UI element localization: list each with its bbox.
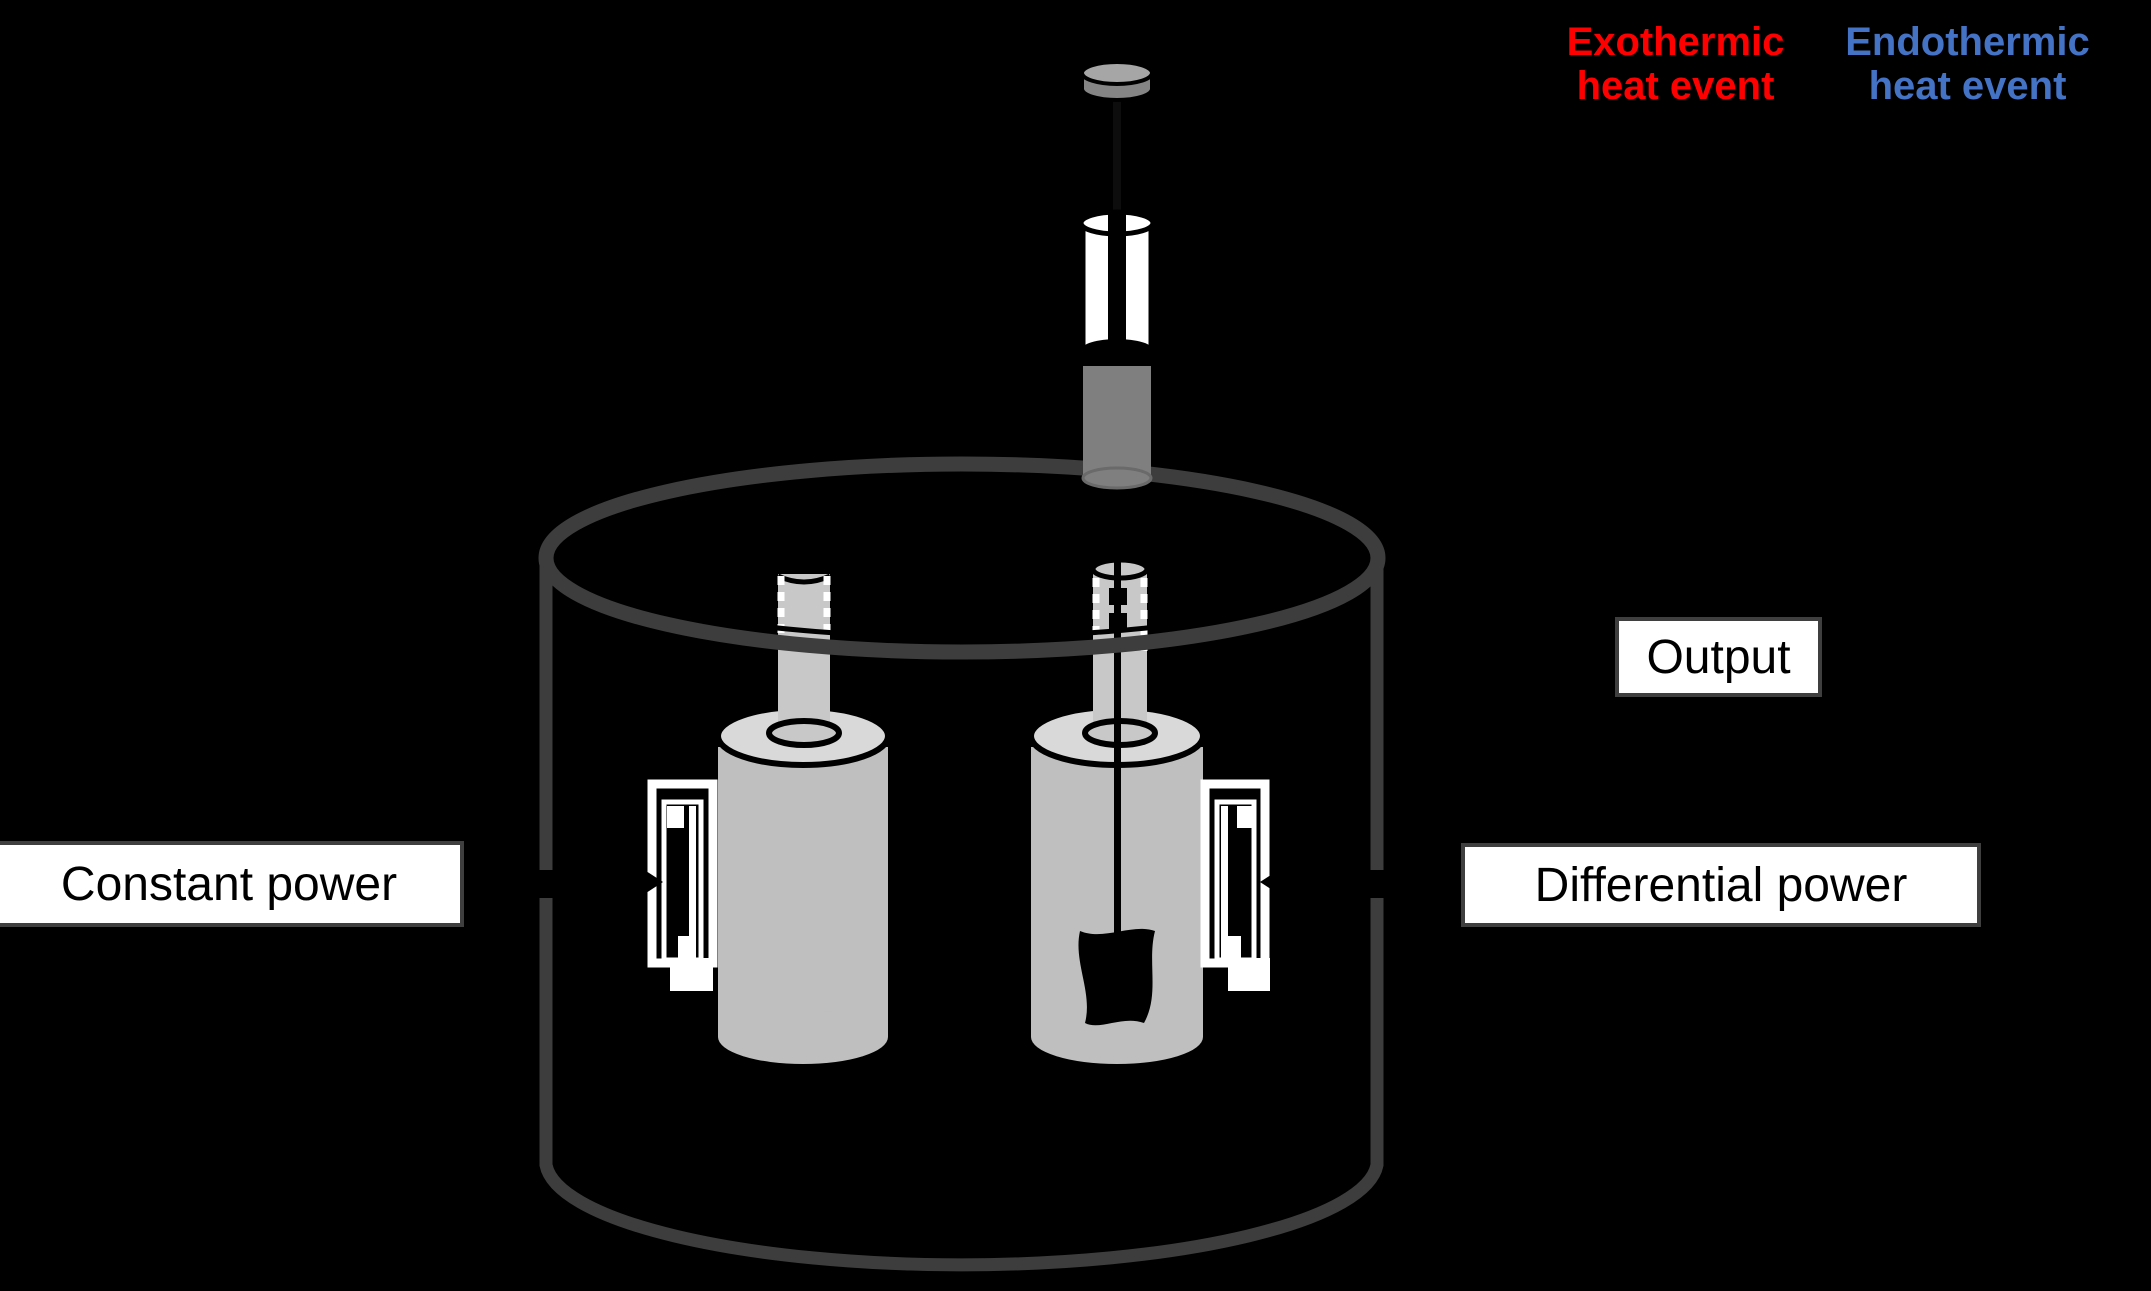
- sample-heater-notch-bottom: [1226, 936, 1241, 958]
- constant-power-label-text: Constant power: [60, 857, 398, 911]
- syringe-adapter-bottom: [1081, 466, 1153, 490]
- exothermic-heat-event-label: Exothermic heat event: [1548, 20, 1803, 108]
- reference-cell: [715, 573, 891, 1064]
- plunger-rod-upper: [1113, 96, 1121, 218]
- vessel-rim: [538, 456, 1386, 660]
- output-label-text: Output: [1646, 630, 1791, 684]
- exothermic-label-line1: Exothermic: [1566, 20, 1785, 64]
- output-label-box: Output: [1615, 617, 1822, 697]
- reference-heater-notch-bottom: [678, 936, 693, 958]
- sample-heater-tab: [1228, 958, 1270, 991]
- sample-cell-bottom: [1031, 1010, 1203, 1064]
- differential-power-arrowhead: [1260, 871, 1277, 893]
- reference-heater-notch-top: [667, 806, 684, 828]
- insulation-vessel: [535, 456, 1388, 1272]
- reference-heater-tab: [670, 958, 713, 991]
- reference-cell-stem: [778, 574, 830, 737]
- sample-heater-notch-top: [1237, 806, 1254, 828]
- endothermic-label-line2: heat event: [1868, 64, 2067, 108]
- injection-syringe: [1078, 60, 1156, 490]
- endothermic-heat-event-label: Endothermic heat event: [1835, 20, 2100, 108]
- plunger-cap-top: [1080, 60, 1154, 86]
- constant-power-label-box: Constant power: [0, 841, 464, 927]
- sample-heater: [1200, 779, 1270, 991]
- vessel-rim-inner: [561, 476, 1363, 640]
- exothermic-label-line2: heat event: [1576, 64, 1775, 108]
- reference-cell-body: [718, 747, 888, 1037]
- output-connector-line: [1703, 700, 1732, 848]
- power-wires: [452, 700, 1732, 893]
- reference-heater-element: [689, 806, 696, 958]
- constant-power-arrowhead: [646, 871, 663, 893]
- syringe-adapter-body: [1083, 366, 1151, 478]
- reference-cell-bottom: [718, 1010, 888, 1064]
- plunger-rod-in-barrel: [1108, 210, 1126, 352]
- differential-power-label-box: Differential power: [1461, 843, 1981, 927]
- vessel-body: [539, 560, 1384, 1272]
- stirring-paddle: [1078, 928, 1155, 1026]
- reference-heater: [647, 779, 718, 991]
- endothermic-label-line1: Endothermic: [1845, 20, 2090, 64]
- injection-needle: [1114, 480, 1121, 935]
- sample-heater-element: [1221, 806, 1228, 958]
- differential-power-label-text: Differential power: [1534, 858, 1908, 912]
- reference-stem-collar: [766, 718, 842, 748]
